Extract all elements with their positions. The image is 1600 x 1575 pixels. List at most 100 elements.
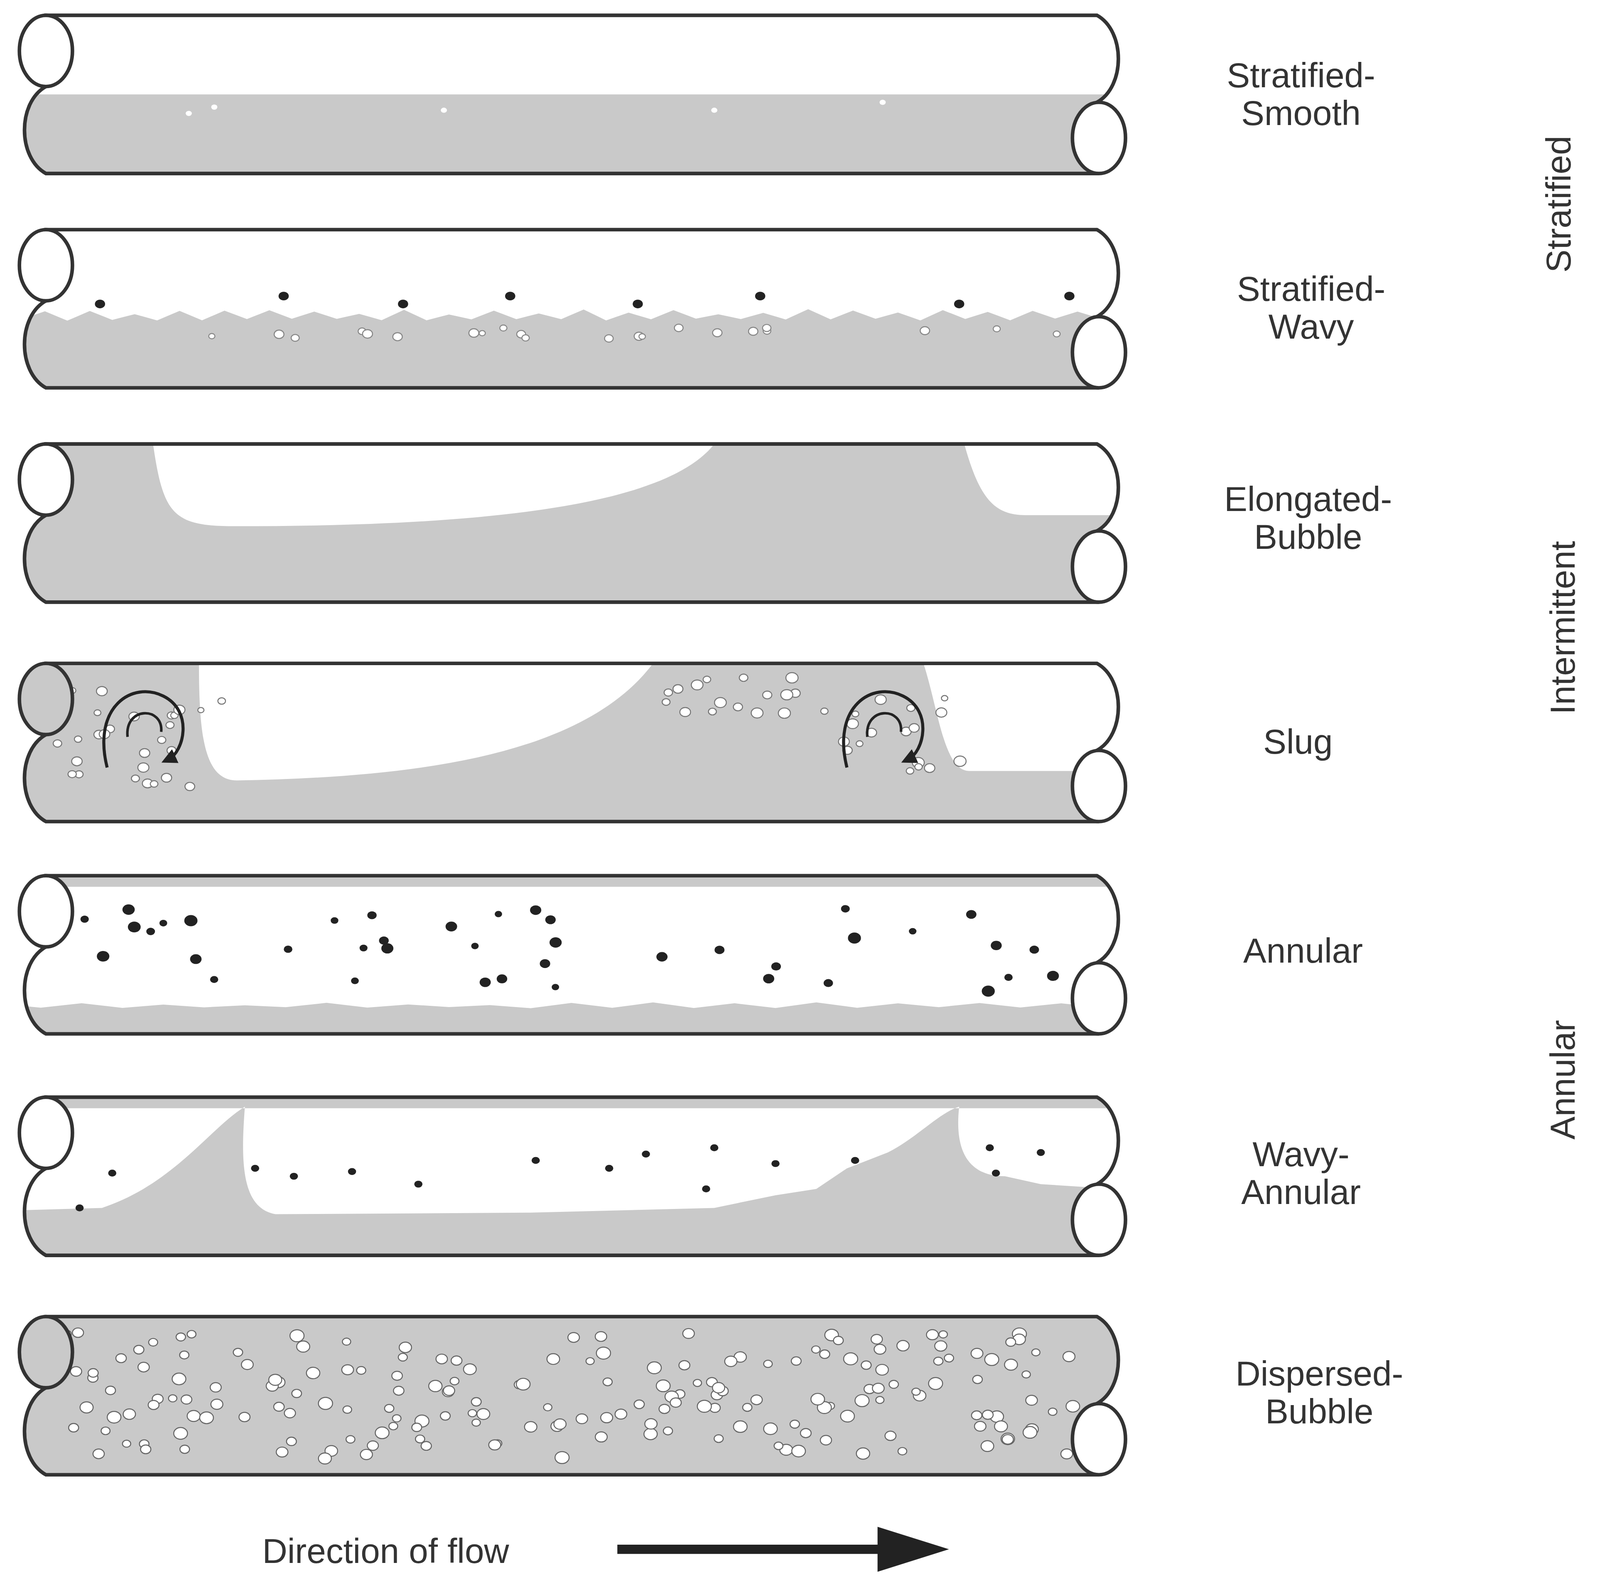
- gas-bubble: [800, 1428, 812, 1438]
- liquid-droplet: [479, 977, 491, 987]
- gas-bubble: [346, 1435, 355, 1443]
- gas-bubble: [218, 697, 226, 705]
- gas-bubble: [643, 1428, 658, 1440]
- gas-bubble: [428, 1380, 442, 1392]
- gas-bubble: [421, 1441, 432, 1451]
- gas-bubble: [107, 1411, 121, 1423]
- liquid-droplet: [656, 952, 668, 962]
- gas-bubble: [879, 99, 886, 106]
- gas-bubble: [100, 1426, 110, 1435]
- gas-bubble: [644, 1418, 658, 1429]
- flow-pattern-label: Annular: [1243, 932, 1363, 971]
- liquid-droplet: [641, 1150, 651, 1158]
- gas-bubble: [697, 1400, 712, 1413]
- liquid-droplet: [330, 917, 339, 924]
- gas-bubble: [451, 1355, 462, 1365]
- pipe-end: [19, 229, 73, 301]
- gas-bubble: [670, 1397, 682, 1408]
- flow-pattern-label: Elongated- Bubble: [1224, 480, 1392, 557]
- gas-bubble: [1023, 1426, 1037, 1439]
- liquid-droplet: [496, 974, 508, 984]
- liquid-droplet: [771, 1159, 780, 1167]
- gas-bubble: [871, 1334, 883, 1344]
- liquid-phase: [0, 1092, 1164, 1261]
- gas-bubble: [714, 697, 727, 708]
- gas-bubble: [693, 1379, 702, 1387]
- gas-bubble: [393, 1386, 404, 1395]
- gas-bubble: [360, 1449, 373, 1460]
- gas-bubble: [840, 1410, 855, 1422]
- gas-bubble: [664, 688, 673, 696]
- pipe-section: [0, 15, 1164, 179]
- gas-bubble: [790, 1419, 800, 1428]
- flow-pattern-label: Dispersed- Bubble: [1235, 1354, 1404, 1431]
- gas-bubble: [105, 1385, 116, 1395]
- gas-bubble: [1031, 1348, 1041, 1356]
- gas-bubble: [1060, 1448, 1073, 1459]
- gas-bubble: [982, 1409, 994, 1419]
- gas-bubble: [318, 1397, 333, 1410]
- gas-bubble: [392, 1414, 402, 1422]
- liquid-droplet: [1029, 945, 1040, 954]
- liquid-droplet: [531, 1156, 540, 1164]
- pipe-wall: [24, 1316, 1119, 1475]
- liquid-droplet: [494, 910, 503, 918]
- gas-bubble: [924, 763, 935, 773]
- liquid-droplet: [1064, 291, 1075, 301]
- gas-bubble: [567, 1332, 580, 1343]
- gas-bubble: [440, 1411, 451, 1420]
- gas-bubble: [791, 1445, 806, 1457]
- gas-bubble: [238, 1411, 251, 1422]
- liquid-droplet: [1036, 1148, 1046, 1156]
- liquid-droplet: [966, 909, 977, 919]
- vortex-arrow: [103, 691, 184, 768]
- gas-bubble: [820, 707, 829, 715]
- gas-bubble: [411, 1423, 422, 1432]
- gas-bubble: [343, 1405, 352, 1414]
- gas-bubble: [733, 1420, 748, 1433]
- gas-bubble: [682, 1328, 695, 1339]
- pipe-end: [19, 444, 73, 516]
- liquid-droplet: [414, 1180, 423, 1188]
- gas-bubble: [388, 1422, 398, 1430]
- liquid-droplet: [350, 977, 359, 985]
- liquid-droplet: [763, 973, 775, 984]
- gas-bubble: [750, 1394, 763, 1405]
- gas-bubble: [933, 1357, 943, 1365]
- gas-bubble: [296, 1340, 310, 1353]
- liquid-droplet: [1047, 970, 1060, 981]
- gas-bubble: [93, 709, 101, 716]
- gas-bubble: [679, 1360, 690, 1370]
- gas-bubble: [292, 1388, 302, 1398]
- gas-bubble: [634, 1399, 645, 1409]
- gas-bubble: [123, 1408, 136, 1419]
- gas-bubble: [647, 1361, 662, 1374]
- liquid-droplet: [278, 291, 290, 301]
- liquid-droplet: [714, 945, 725, 954]
- gas-bubble: [1004, 1358, 1018, 1370]
- gas-bubble: [941, 695, 948, 701]
- gas-bubble: [150, 780, 158, 788]
- gas-bubble: [499, 324, 507, 332]
- gas-bubble: [521, 334, 530, 342]
- gas-bubble: [994, 1420, 1008, 1432]
- gas-bubble: [471, 1397, 482, 1406]
- gas-bubble: [679, 707, 691, 717]
- gas-bubble: [71, 756, 83, 766]
- axis-label: Direction of flow: [262, 1531, 509, 1571]
- gas-bubble: [762, 690, 772, 699]
- liquid-phase: [0, 94, 1164, 179]
- liquid-droplet: [545, 915, 556, 924]
- gas-bubble: [1022, 1370, 1031, 1378]
- gas-bubble: [176, 1332, 186, 1341]
- gas-bubble: [74, 736, 82, 743]
- pipe-wall: [24, 875, 1119, 1034]
- gas-bubble: [889, 1380, 899, 1389]
- gas-bubble: [875, 694, 887, 705]
- gas-bubble: [972, 1374, 983, 1384]
- gas-bubble: [785, 672, 798, 683]
- pipe-section: [0, 438, 1164, 607]
- liquid-droplet: [605, 1164, 614, 1172]
- gas-bubble: [137, 1361, 150, 1372]
- liquid-droplet: [530, 905, 542, 915]
